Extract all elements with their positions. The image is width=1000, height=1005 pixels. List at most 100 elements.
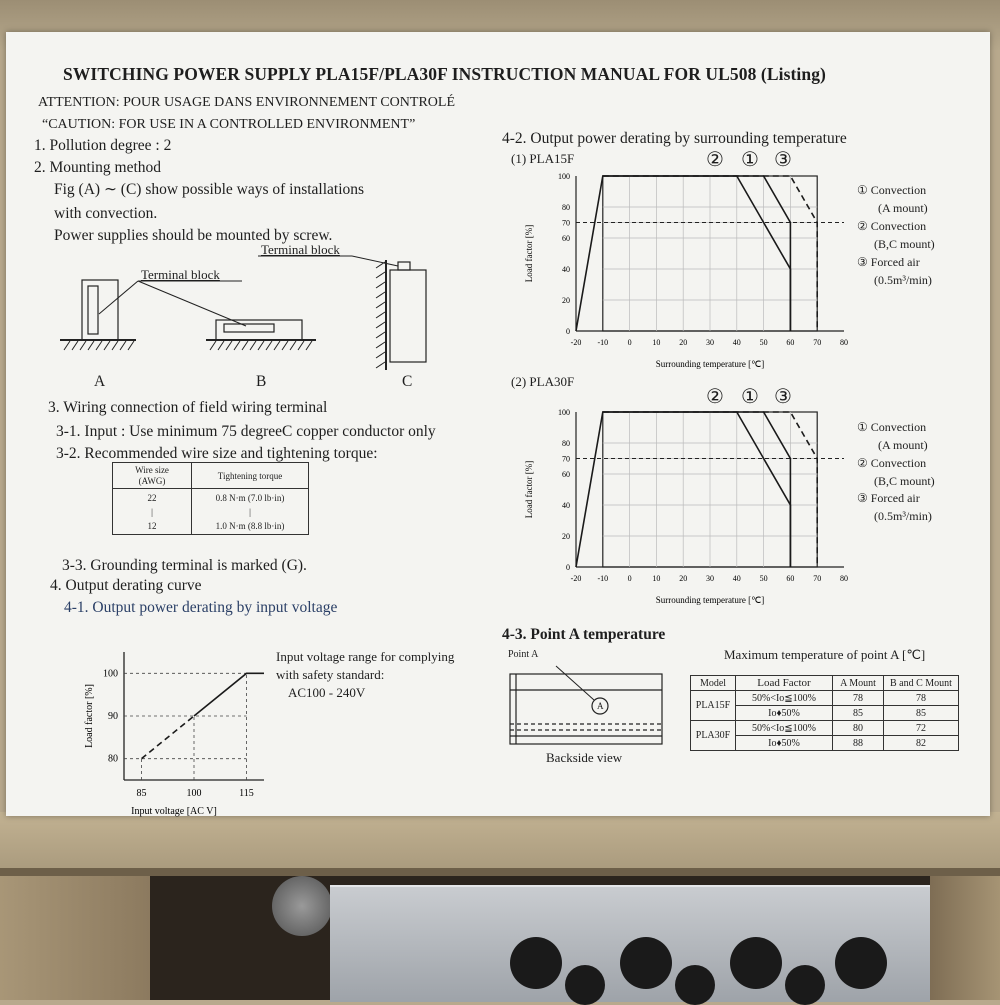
row-bc-mount: 78: [883, 690, 959, 706]
figure-a-label: A: [94, 373, 106, 390]
derating-series-line-2: [602, 411, 792, 567]
derating-voltage-heading: 4-1. Output power derating by input volt…: [64, 599, 338, 616]
pla15f-curve-3-marker: ③: [774, 149, 792, 171]
backside-view-caption: Backside view: [546, 750, 623, 765]
legend-3-flow: (0.5m³/min): [874, 273, 932, 287]
derating-series-line-3: [602, 411, 819, 567]
y-tick-label: 70: [562, 219, 570, 228]
torque-header-torque: Tightening torque: [191, 462, 309, 489]
mounting-text-1: Fig (A) ∼ (C) show possible ways of inst…: [54, 181, 365, 198]
x-tick-label: 70: [813, 574, 821, 583]
row-model: PLA30F: [690, 720, 736, 751]
table-row: PLA15F 50%<Io≦100% 78 78: [690, 690, 959, 721]
y-tick-label: 20: [562, 532, 570, 541]
x-tick-label: -10: [597, 338, 608, 347]
max-temperature-caption: Maximum temperature of point A [℃]: [724, 647, 926, 662]
voltage-derating-line-1: [193, 672, 264, 717]
row-a-mount: 85: [832, 705, 884, 721]
table-row: PLA30F 50%<Io≦100% 80 72: [690, 720, 959, 751]
torque-max: 1.0 N·m (8.8 lb·in): [215, 520, 285, 531]
wiring-input: 3-1. Input : Use minimum 75 degreeC copp…: [56, 423, 436, 440]
derating-series-line-3: [602, 175, 819, 331]
x-tick-label: 40: [733, 338, 741, 347]
x-axis-label: Surrounding temperature [℃]: [656, 595, 765, 605]
cardboard-flap-right: [930, 876, 1000, 1000]
wire-size-max: 12: [147, 520, 157, 531]
legend-3-forced-air: ③ Forced air: [857, 255, 920, 269]
row-a-mount: 80: [832, 720, 884, 736]
y-tick-label: 40: [562, 501, 570, 510]
col-load-factor: Load Factor: [735, 675, 833, 691]
vent-hole: [785, 965, 825, 1005]
x-tick-label: 60: [786, 338, 794, 347]
caution-english: “CAUTION: FOR USE IN A CONTROLLED ENVIRO…: [42, 117, 416, 132]
x-tick-label: 20: [679, 338, 687, 347]
pla15f-curve-1-marker: ①: [741, 149, 759, 171]
y-tick-label: 80: [562, 439, 570, 448]
wire-size-header: Wire size: [135, 464, 169, 475]
y-tick-label: 0: [566, 563, 570, 572]
y-tick-label: 20: [562, 296, 570, 305]
x-tick-label: 80: [840, 338, 848, 347]
terminal-block-label-a: Terminal block: [141, 267, 220, 282]
y-tick-label: 100: [558, 172, 570, 181]
point-a-label: Point A: [508, 649, 539, 660]
y-tick-label: 40: [562, 265, 570, 274]
point-a-temperature-table: Model Load Factor A Mount B and C Mount …: [690, 675, 959, 751]
mounting-method-heading: 2. Mounting method: [34, 159, 162, 176]
x-tick-label: 30: [706, 574, 714, 583]
mounting-text-3: Power supplies should be mounted by scre…: [54, 227, 333, 244]
derating-series-line-2: [602, 175, 792, 331]
legend-3-forced-air-pla30f: ③ Forced air: [857, 491, 920, 505]
legend-1-mount: (A mount): [878, 201, 928, 215]
vent-hole: [620, 937, 672, 989]
y-tick-label: 60: [562, 234, 570, 243]
manual-title: SWITCHING POWER SUPPLY PLA15F/PLA30F INS…: [63, 64, 826, 84]
x-tick-label: -20: [571, 574, 582, 583]
cardboard-flap-left: [0, 876, 150, 1000]
voltage-derating-line-2: [140, 715, 195, 760]
input-voltage-note-2: with safety standard:: [276, 667, 385, 682]
input-voltage-note-3: AC100 - 240V: [288, 685, 366, 700]
torque-table: Wire size (AWG) Tightening torque 22| 12…: [112, 462, 309, 535]
row-a-mount: 78: [832, 690, 884, 706]
legend-2-convection-pla30f: ② Convection: [857, 456, 927, 470]
power-supply-casing: [330, 885, 930, 1005]
instruction-sheet: SWITCHING POWER SUPPLY PLA15F/PLA30F INS…: [6, 32, 990, 817]
derating-heading: 4. Output derating curve: [50, 577, 202, 594]
vent-hole: [730, 937, 782, 989]
legend-1-convection: ① Convection: [857, 183, 927, 197]
x-tick-label: -20: [571, 338, 582, 347]
x-tick-label: 60: [786, 574, 794, 583]
x-tick-label: 50: [760, 338, 768, 347]
y-tick-label: 80: [108, 754, 118, 765]
vent-hole: [510, 937, 562, 989]
table-row: Io♦50% 85 85: [691, 705, 959, 721]
mounting-text-2: with convection.: [54, 205, 158, 222]
row-bc-mount: 72: [883, 720, 959, 736]
pla30f-curve-3-marker: ③: [774, 386, 792, 408]
col-bc-mount: B and C Mount: [883, 675, 959, 691]
x-tick-label: 30: [706, 338, 714, 347]
y-tick-label: 90: [108, 711, 118, 722]
y-axis-label: Load factor [%]: [524, 225, 534, 282]
point-a-heading: 4-3. Point A temperature: [502, 626, 666, 643]
legend-3-flow-pla30f: (0.5m³/min): [874, 509, 932, 523]
wiring-heading: 3. Wiring connection of field wiring ter…: [48, 399, 328, 416]
x-tick-label: 70: [813, 338, 821, 347]
point-a-marker: A: [597, 701, 604, 711]
vent-hole: [675, 965, 715, 1005]
attention-french: ATTENTION: POUR USAGE DANS ENVIRONNEMENT…: [38, 95, 456, 110]
backside-view-diagram: [509, 665, 663, 745]
x-tick-label: 0: [628, 574, 632, 583]
x-tick-label: 0: [628, 338, 632, 347]
figure-b-label: B: [256, 373, 267, 390]
x-axis-label: Input voltage [AC V]: [131, 806, 217, 817]
col-model: Model: [690, 675, 736, 691]
x-tick-label: 10: [652, 574, 660, 583]
pla30f-curve-2-marker: ②: [706, 386, 724, 408]
x-tick-label: -10: [597, 574, 608, 583]
